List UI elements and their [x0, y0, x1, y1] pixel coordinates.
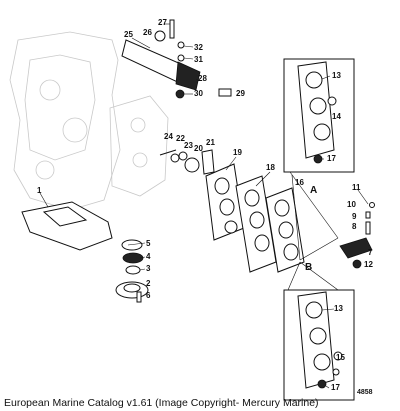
callout-13a: 13 [332, 71, 341, 80]
callout-20: 20 [194, 144, 203, 153]
detail-box-b [283, 289, 355, 401]
expansion-lines [287, 171, 339, 291]
callout-6: 6 [146, 291, 151, 300]
callout-9: 9 [352, 212, 357, 221]
callout-28: 28 [198, 74, 207, 83]
callout-27: 27 [158, 18, 167, 27]
copyright-caption: European Marine Catalog v1.61 (Image Cop… [4, 397, 319, 409]
seal-assembly [115, 239, 149, 303]
gasket-19 [205, 163, 245, 241]
callout-18: 18 [266, 163, 275, 172]
callout-31: 31 [194, 55, 203, 64]
callout-17a: 17 [327, 154, 336, 163]
engine-block-ghost [9, 31, 169, 211]
callout-4: 4 [146, 252, 151, 261]
callout-3: 3 [146, 264, 151, 273]
callout-14: 14 [332, 112, 341, 121]
callout-2: 2 [146, 279, 151, 288]
callout-32: 32 [194, 43, 203, 52]
gasket-16 [265, 187, 305, 273]
callout-1: 1 [37, 186, 42, 195]
callout-10: 10 [347, 200, 356, 209]
callout-17b: 17 [331, 383, 340, 392]
figure-number: 4858 [357, 389, 373, 396]
callout-5: 5 [146, 239, 151, 248]
callout-12: 12 [364, 260, 373, 269]
callout-21: 21 [206, 138, 215, 147]
fastener-group [159, 149, 215, 175]
callout-16: 16 [295, 178, 304, 187]
detail-box-a [283, 58, 355, 173]
callout-22: 22 [176, 134, 185, 143]
gasket-plate [21, 192, 113, 251]
gasket-18 [235, 175, 277, 273]
fuel-rail-bracket [121, 19, 232, 99]
callout-30: 30 [194, 89, 203, 98]
sensor-bracket [339, 189, 375, 269]
callout-11: 11 [352, 183, 361, 192]
callout-26: 26 [143, 28, 152, 37]
detail-letter-a: A [310, 185, 317, 196]
callout-labels: 1 2 3 4 5 6 7 8 9 10 11 12 13 13 14 15 1… [37, 18, 373, 396]
leader-lines [127, 23, 335, 389]
callout-8: 8 [352, 222, 357, 231]
detail-letter-b: B [305, 262, 312, 273]
callout-24: 24 [164, 132, 173, 141]
callout-23: 23 [184, 141, 193, 150]
callout-15: 15 [336, 353, 345, 362]
callout-29: 29 [236, 89, 245, 98]
callout-13b: 13 [334, 304, 343, 313]
callout-25: 25 [124, 30, 133, 39]
callout-7: 7 [368, 248, 373, 257]
callout-19: 19 [233, 148, 242, 157]
